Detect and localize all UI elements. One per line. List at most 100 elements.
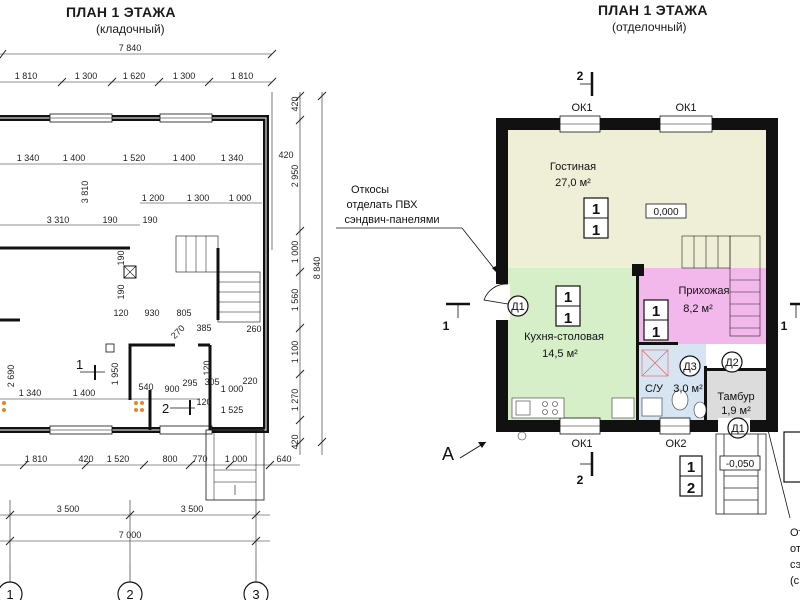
edge-text-2: от [790,543,800,555]
room-name-vestibule: Тамбур [717,391,754,403]
axis-1: 1 [6,587,13,600]
window-label-top-1: ОК1 [571,102,592,114]
dim-120b: 120 [196,397,211,407]
right-plan-subtitle: (отделочный) [612,20,687,34]
dim-stair-3: 1 000 [229,193,252,203]
room-area-hall: 8,2 м² [683,303,713,315]
axis-2: 2 [126,587,133,600]
dim-right-5: 1 100 [290,341,300,364]
dim-right-3: 1 000 [290,241,300,264]
left-plan [0,49,327,565]
dim-900: 900 [164,384,179,394]
living-type-top: 1 [592,201,600,218]
porch [715,433,767,515]
hall-type-top: 1 [652,303,660,320]
dim-805: 805 [176,308,191,318]
dim-bottom-7: 640 [276,454,291,464]
dim-1950: 1 950 [110,363,120,386]
kitchen-type-top: 1 [564,289,572,306]
door-d1-left: Д1 [511,301,525,313]
edge-text-1: От [790,527,800,539]
dim-half-2: 3 500 [181,504,204,514]
porch-type-top: 1 [687,459,695,476]
dim-top-1: 1 810 [15,71,38,81]
dim-220: 220 [242,376,257,386]
right-plan-windows [559,115,713,435]
room-name-wc: С/У [645,383,664,395]
dim-190d: 190 [116,284,126,299]
dim-inner-3: 1 520 [123,153,146,163]
dim-120a: 120 [113,308,128,318]
dim-inner-2: 1 400 [63,153,86,163]
room-area-vestibule: 1,9 м² [721,405,751,417]
door-d2: Д2 [725,357,739,369]
room-area-wc: 3,0 м² [673,383,703,395]
dim-bottom-4: 800 [162,454,177,464]
room-area-kitchen: 14,5 м² [542,348,578,360]
note-line-3: сэндвич-панелями [344,214,439,226]
dim-right-inner-1: 420 [278,150,293,160]
dim-right-inner-2: 3 810 [80,181,90,204]
hall-type-bottom: 1 [652,324,660,341]
dim-right-1: 420 [290,96,300,111]
porch-level: -0,050 [726,459,755,470]
living-level: 0,000 [653,207,678,218]
dim-305: 305 [204,377,219,387]
living-type-bottom: 1 [592,222,600,239]
axis-3: 3 [252,587,259,600]
door-d1-bottom: Д1 [731,423,745,435]
dim-190a: 190 [102,215,117,225]
dim-inner-1: 1 340 [17,153,40,163]
dim-385: 385 [196,323,211,333]
room-fill-vestibule [706,370,766,420]
dim-inner-4: 1 400 [173,153,196,163]
dim-3310: 3 310 [47,215,70,225]
section-mark-2-bottom: 2 [577,473,584,487]
note-line-1: Откосы [351,184,389,196]
edge-text-4: (с [790,575,800,587]
dim-270: 270 [169,323,187,341]
section-mark-2-left: 2 [162,401,169,416]
dim-right-7: 420 [290,434,300,449]
dim-bottom-6: 1 000 [225,454,248,464]
room-name-kitchen: Кухня-столовая [524,331,604,343]
dim-total-width: 7 000 [119,530,142,540]
room-area-living: 27,0 м² [555,177,591,189]
window-label-bottom-2: ОК2 [665,438,686,450]
dim-top-5: 1 810 [231,71,254,81]
door-d3: Д3 [683,361,697,373]
dim-inner-5: 1 340 [221,153,244,163]
left-plan-walls [0,113,269,501]
dim-1000b: 1 000 [221,384,244,394]
dim-120c: 120 [202,360,212,375]
section-mark-1-left-side: 1 [443,319,450,333]
dim-stair-1: 1 200 [142,193,165,203]
right-plan-title: ПЛАН 1 ЭТАЖА [598,2,708,18]
dim-190c: 190 [116,250,126,265]
dim-half-1: 3 500 [57,504,80,514]
dim-930: 930 [144,308,159,318]
dim-right-6: 1 270 [290,389,300,412]
entrance-door-opening [494,284,510,320]
room-name-hall: Прихожая [679,285,730,297]
facade-mark: А [442,444,454,464]
dim-bottom-1: 1 810 [25,454,48,464]
dim-right-2: 2 950 [290,165,300,188]
kitchen-type-bottom: 1 [564,310,572,327]
window-label-bottom-1: ОК1 [571,438,592,450]
dim-overall-height: 8 840 [312,257,322,280]
dim-1340b: 1 340 [19,388,42,398]
section-mark-1-left: 1 [76,357,83,372]
dim-2690: 2 690 [6,365,16,388]
dim-top-2: 1 300 [75,71,98,81]
axis-bubbles [0,581,269,600]
window-label-top-2: ОК1 [675,102,696,114]
staircase [681,235,761,337]
dim-260: 260 [246,324,261,334]
section-mark-2-top: 2 [577,69,584,83]
dim-190b: 190 [142,215,157,225]
room-fill-living [508,130,766,268]
section-mark-1-right-side: 1 [781,319,788,333]
room-name-living: Гостиная [550,161,596,173]
